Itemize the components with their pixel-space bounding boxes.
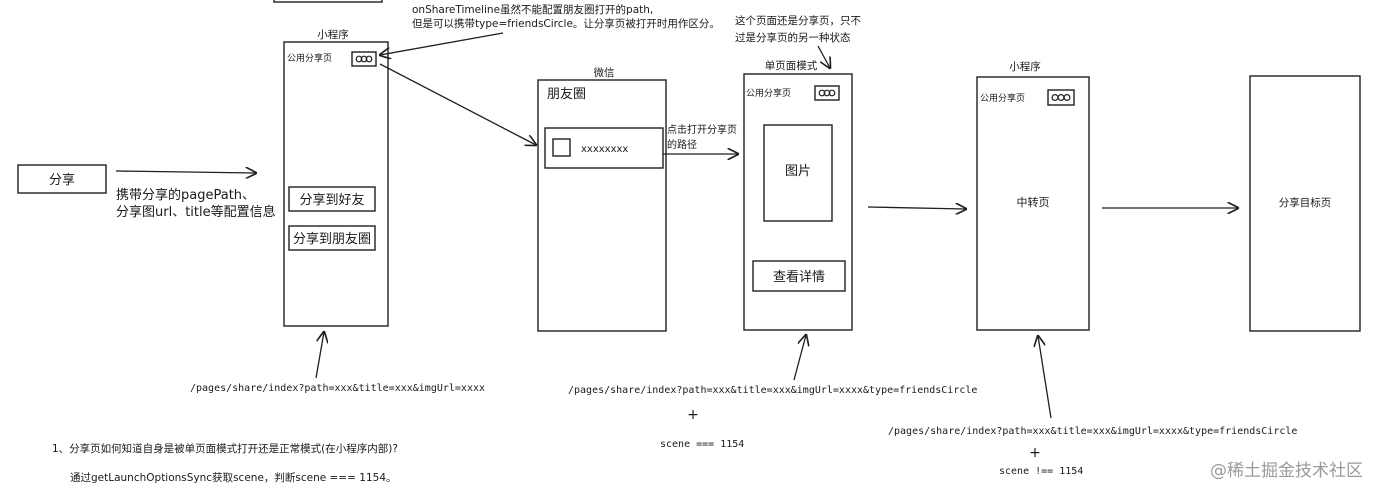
plus-1: + <box>687 407 699 423</box>
cropped-box-top <box>273 0 383 3</box>
answer-note: 通过getLaunchOptionsSync获取scene，判断scene ==… <box>70 471 397 484</box>
share-info-line1: 携带分享的pagePath、 <box>116 187 255 203</box>
miniprogram-1-header-label: 公用分享页 <box>287 52 332 64</box>
share-to-moments-label: 分享到朋友圈 <box>293 231 371 247</box>
miniprogram-1-frame <box>283 41 389 327</box>
top-note-line2: 但是可以携带type=friendsCircle。让分享页被打开时用作区分。 <box>412 17 720 30</box>
miniprogram-1-title: 小程序 <box>317 28 349 41</box>
arrow-share-to-miniprogram <box>115 171 256 173</box>
image-label: 图片 <box>785 164 811 179</box>
arrow-note-to-capsule <box>380 32 504 55</box>
capsule-menu-icon[interactable] <box>1047 89 1075 106</box>
single-page-note-line1: 这个页面还是分享页，只不 <box>735 14 861 27</box>
arrow-to-wechat <box>379 63 536 145</box>
capsule-menu-icon[interactable] <box>814 85 840 101</box>
view-details-button[interactable] <box>752 260 846 292</box>
share-to-moments-button[interactable] <box>288 225 376 251</box>
miniprogram-2-frame <box>976 76 1090 331</box>
plus-2: + <box>1029 445 1041 461</box>
image-placeholder <box>763 124 833 222</box>
question-note: 1、分享页如何知道自身是被单页面模式打开还是正常模式(在小程序内部)? <box>52 442 398 455</box>
single-page-title: 单页面模式 <box>765 59 818 72</box>
wechat-title: 微信 <box>594 66 615 79</box>
share-info-line2: 分享图url、title等配置信息 <box>116 204 276 220</box>
view-details-label: 查看详情 <box>773 269 825 285</box>
card-text: xxxxxxxx <box>581 144 628 155</box>
share-button[interactable] <box>17 164 107 194</box>
moments-header: 朋友圈 <box>547 86 586 102</box>
single-page-note-line2: 过是分享页的另一种状态 <box>735 31 851 44</box>
miniprogram-2-header-label: 公用分享页 <box>980 92 1025 104</box>
scene-not-equals: scene !== 1154 <box>999 466 1083 477</box>
wechat-frame <box>537 79 667 332</box>
arrow-to-miniprogram-2 <box>867 207 966 209</box>
arrow-path1-up <box>315 332 324 379</box>
single-page-header-label: 公用分享页 <box>746 87 791 99</box>
path-3: /pages/share/index?path=xxx&title=xxx&im… <box>888 426 1297 437</box>
click-open-line2: 的路径 <box>667 138 697 151</box>
watermark: @稀土掘金技术社区 <box>1210 461 1363 481</box>
miniprogram-2-title: 小程序 <box>1009 60 1041 73</box>
target-page-label: 分享目标页 <box>1279 196 1332 209</box>
click-open-line1: 点击打开分享页 <box>667 123 737 136</box>
share-to-friend-button[interactable] <box>288 186 376 212</box>
transit-page-label: 中转页 <box>1017 195 1050 209</box>
arrow-note-to-single-page <box>817 45 830 68</box>
share-to-friend-label: 分享到好友 <box>299 192 364 208</box>
top-note-line1: onShareTimeline虽然不能配置朋友圈打开的path, <box>412 3 653 16</box>
path-1: /pages/share/index?path=xxx&title=xxx&im… <box>190 383 485 394</box>
thumbnail-image-icon <box>552 138 571 157</box>
scene-equals: scene === 1154 <box>660 439 744 450</box>
arrow-path2-up <box>793 335 806 381</box>
arrow-path3-up <box>1038 336 1052 419</box>
path-2: /pages/share/index?path=xxx&title=xxx&im… <box>568 385 977 396</box>
capsule-menu-icon[interactable] <box>351 51 377 67</box>
share-button-label: 分享 <box>49 172 75 188</box>
target-page-frame <box>1249 75 1361 332</box>
